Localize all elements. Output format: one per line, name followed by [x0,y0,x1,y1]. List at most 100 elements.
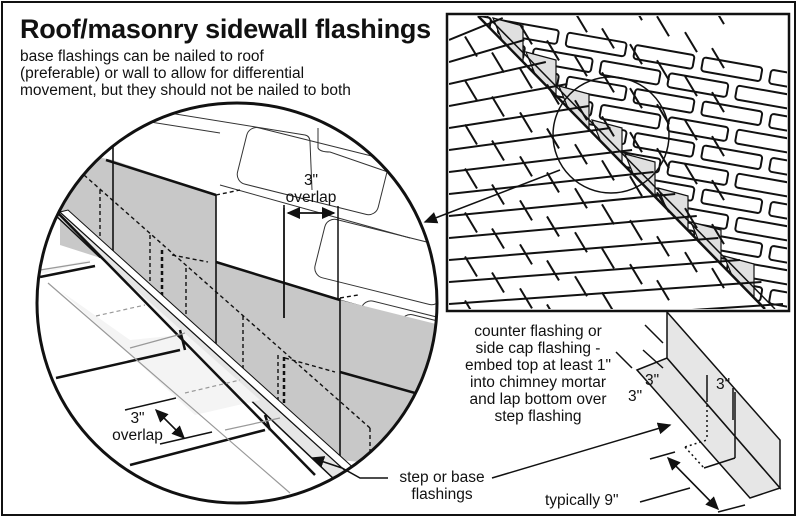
diagram-title: Roof/masonry sidewall flashings [20,14,431,44]
shingle-joint [684,163,698,185]
diagram-subtitle: base flashings can be nailed to roof (pr… [20,48,440,99]
shingle-joint [519,287,533,309]
shingle-joint [546,259,560,281]
shingle-joint [656,279,670,301]
detail-callout-circle [552,76,670,194]
overlap-top-label: 3" overlap [266,172,356,206]
shingle-joint [546,39,560,61]
dimension-a: 3" [628,388,643,405]
shingle-joint [491,52,505,74]
shingle-joint [519,67,533,89]
shingle-joint [464,79,478,101]
brick [734,84,787,111]
shingle-joint [711,179,725,201]
counter-flashing-note: counter flashing or side cap flashing - … [438,323,638,425]
shingle-joint [656,16,670,37]
shingle-joint [601,71,615,93]
shingle-joint [491,140,505,162]
shingle-joint [574,275,588,297]
shingle-course [449,127,611,151]
shingle-course [449,39,525,63]
shingle-joint [711,223,725,245]
brick [700,188,764,214]
shingle-joint [464,35,478,57]
shingle-joint [685,0,697,8]
shingle-joint [711,267,725,289]
subtitle-line: movement, but they should not be nailed … [20,82,351,99]
note-line: and lap bottom over [469,391,607,408]
shingle-course [449,215,697,239]
note-line: step flashing [494,408,582,425]
shingle-joint [601,115,615,137]
note-line: into chimney mortar [469,374,607,391]
overview-inset [423,0,800,402]
brick [564,31,628,58]
step-label-line: flashings [411,486,473,503]
shingle-course [691,303,784,309]
shingle-joint [464,123,478,145]
shingle-joint [601,203,615,225]
step-flashing-label: step or base flashings [392,469,492,503]
shingle-joint [574,231,588,253]
shingle-course [449,171,654,195]
shingle-joint [546,303,551,309]
shingle-joint [464,167,478,189]
shingle-joint [491,228,505,250]
brick [700,100,764,126]
brick [769,334,800,358]
shingle-joint [519,23,533,45]
shingle-joint [684,207,698,229]
shingle-course [449,237,719,261]
shingle-joint [576,16,588,33]
brick [768,245,787,271]
shingle-joint [519,155,533,177]
shingle-joint [464,255,478,277]
overlap-bottom-label: 3" overlap [100,410,175,444]
shingle-joint [601,27,615,49]
shingle-joint [629,87,643,109]
shingle-joint [717,16,725,25]
note-line: embed top at least 1" [465,357,611,374]
overlap-bottom-value: 3" [130,410,145,427]
shingle-joint [711,135,725,157]
shingle-joint [656,235,670,257]
brick [734,128,787,155]
shingle-joint [491,272,505,294]
brick [700,56,764,82]
brick [768,157,787,183]
shingle-course [449,193,676,217]
shingle-joint [684,251,698,273]
brick [735,349,797,373]
shingle-joint [601,291,614,309]
dimension-c: 3" [716,376,731,393]
overlap-top-value: 3" [303,172,319,189]
subtitle-line: base flashings can be nailed to roof [20,48,264,65]
shingle-joint [601,247,615,269]
shingle-joint [711,91,725,113]
note-line: side cap flashing - [475,340,601,357]
shingle-joint [711,47,725,69]
brick [768,113,787,139]
shingle-joint [629,175,643,197]
shingle-joint [546,171,560,193]
step-flashing-lower [216,262,340,460]
shingle-course [449,281,762,305]
shingle-joint [629,131,643,153]
brick [598,104,662,130]
brick [768,69,787,95]
brick [769,378,800,402]
step-flashing-leader [310,456,388,479]
brick [768,289,787,309]
roof-shingles [449,0,784,309]
shingle-joint [574,143,588,165]
note-line: counter flashing or [474,323,602,340]
shingle-joint [519,199,533,221]
brick [701,321,763,345]
shingle-joint [656,59,670,81]
shingle-joint [629,219,643,241]
brick [632,308,696,309]
shingle-joint [546,215,560,237]
shingle-joint [601,159,615,181]
shingle-joint [519,111,533,133]
